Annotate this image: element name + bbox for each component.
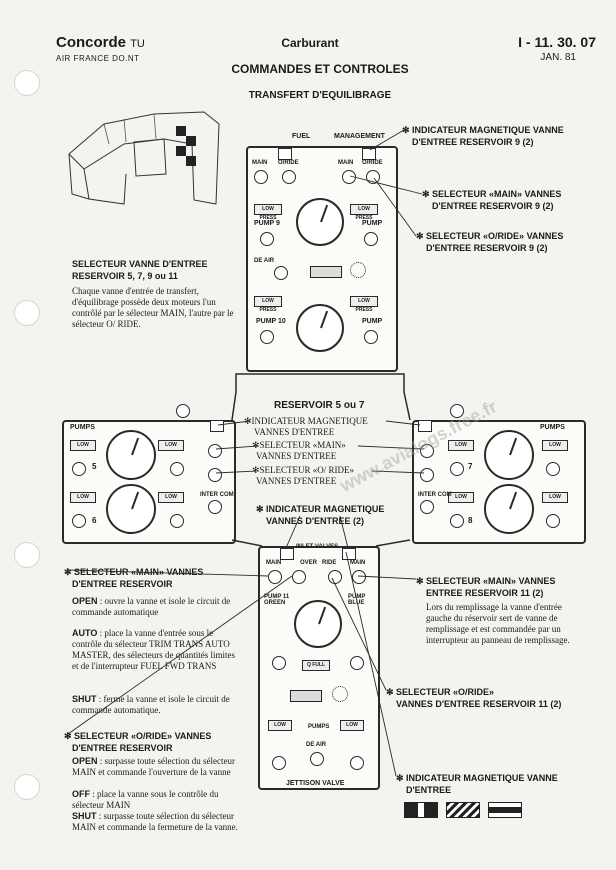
leader-lines (0, 0, 616, 870)
